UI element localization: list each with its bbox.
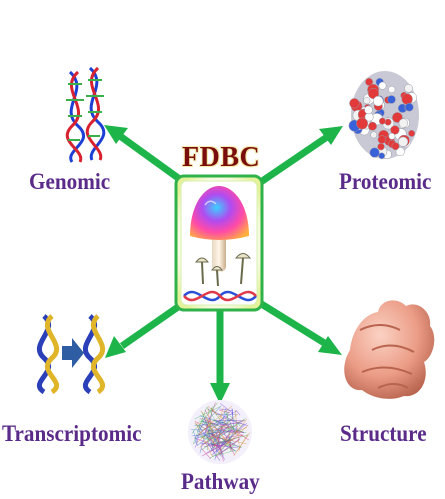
network-icon [188, 400, 252, 464]
label-pathway: Pathway [181, 469, 260, 494]
protein-structure-icon [348, 71, 419, 160]
arrow-to-proteomic [250, 126, 343, 191]
dna-helix-icon [65, 66, 106, 163]
label-proteomic: Proteomic [339, 169, 432, 194]
label-structure: Structure [340, 421, 427, 446]
diagram-title: FDBC [182, 142, 261, 173]
center-box [174, 174, 264, 312]
label-transcriptomic: Transcriptomic [2, 421, 142, 446]
arrow-to-structure [253, 297, 342, 355]
fungus-structure-icon [344, 300, 435, 399]
mushroom-icon [183, 186, 257, 302]
label-genomic: Genomic [29, 169, 111, 194]
arrow-to-pathway [210, 306, 230, 404]
arrow-right-icon [62, 338, 84, 368]
transcription-icon [36, 314, 106, 395]
arrow-to-transcriptomic [105, 297, 191, 358]
